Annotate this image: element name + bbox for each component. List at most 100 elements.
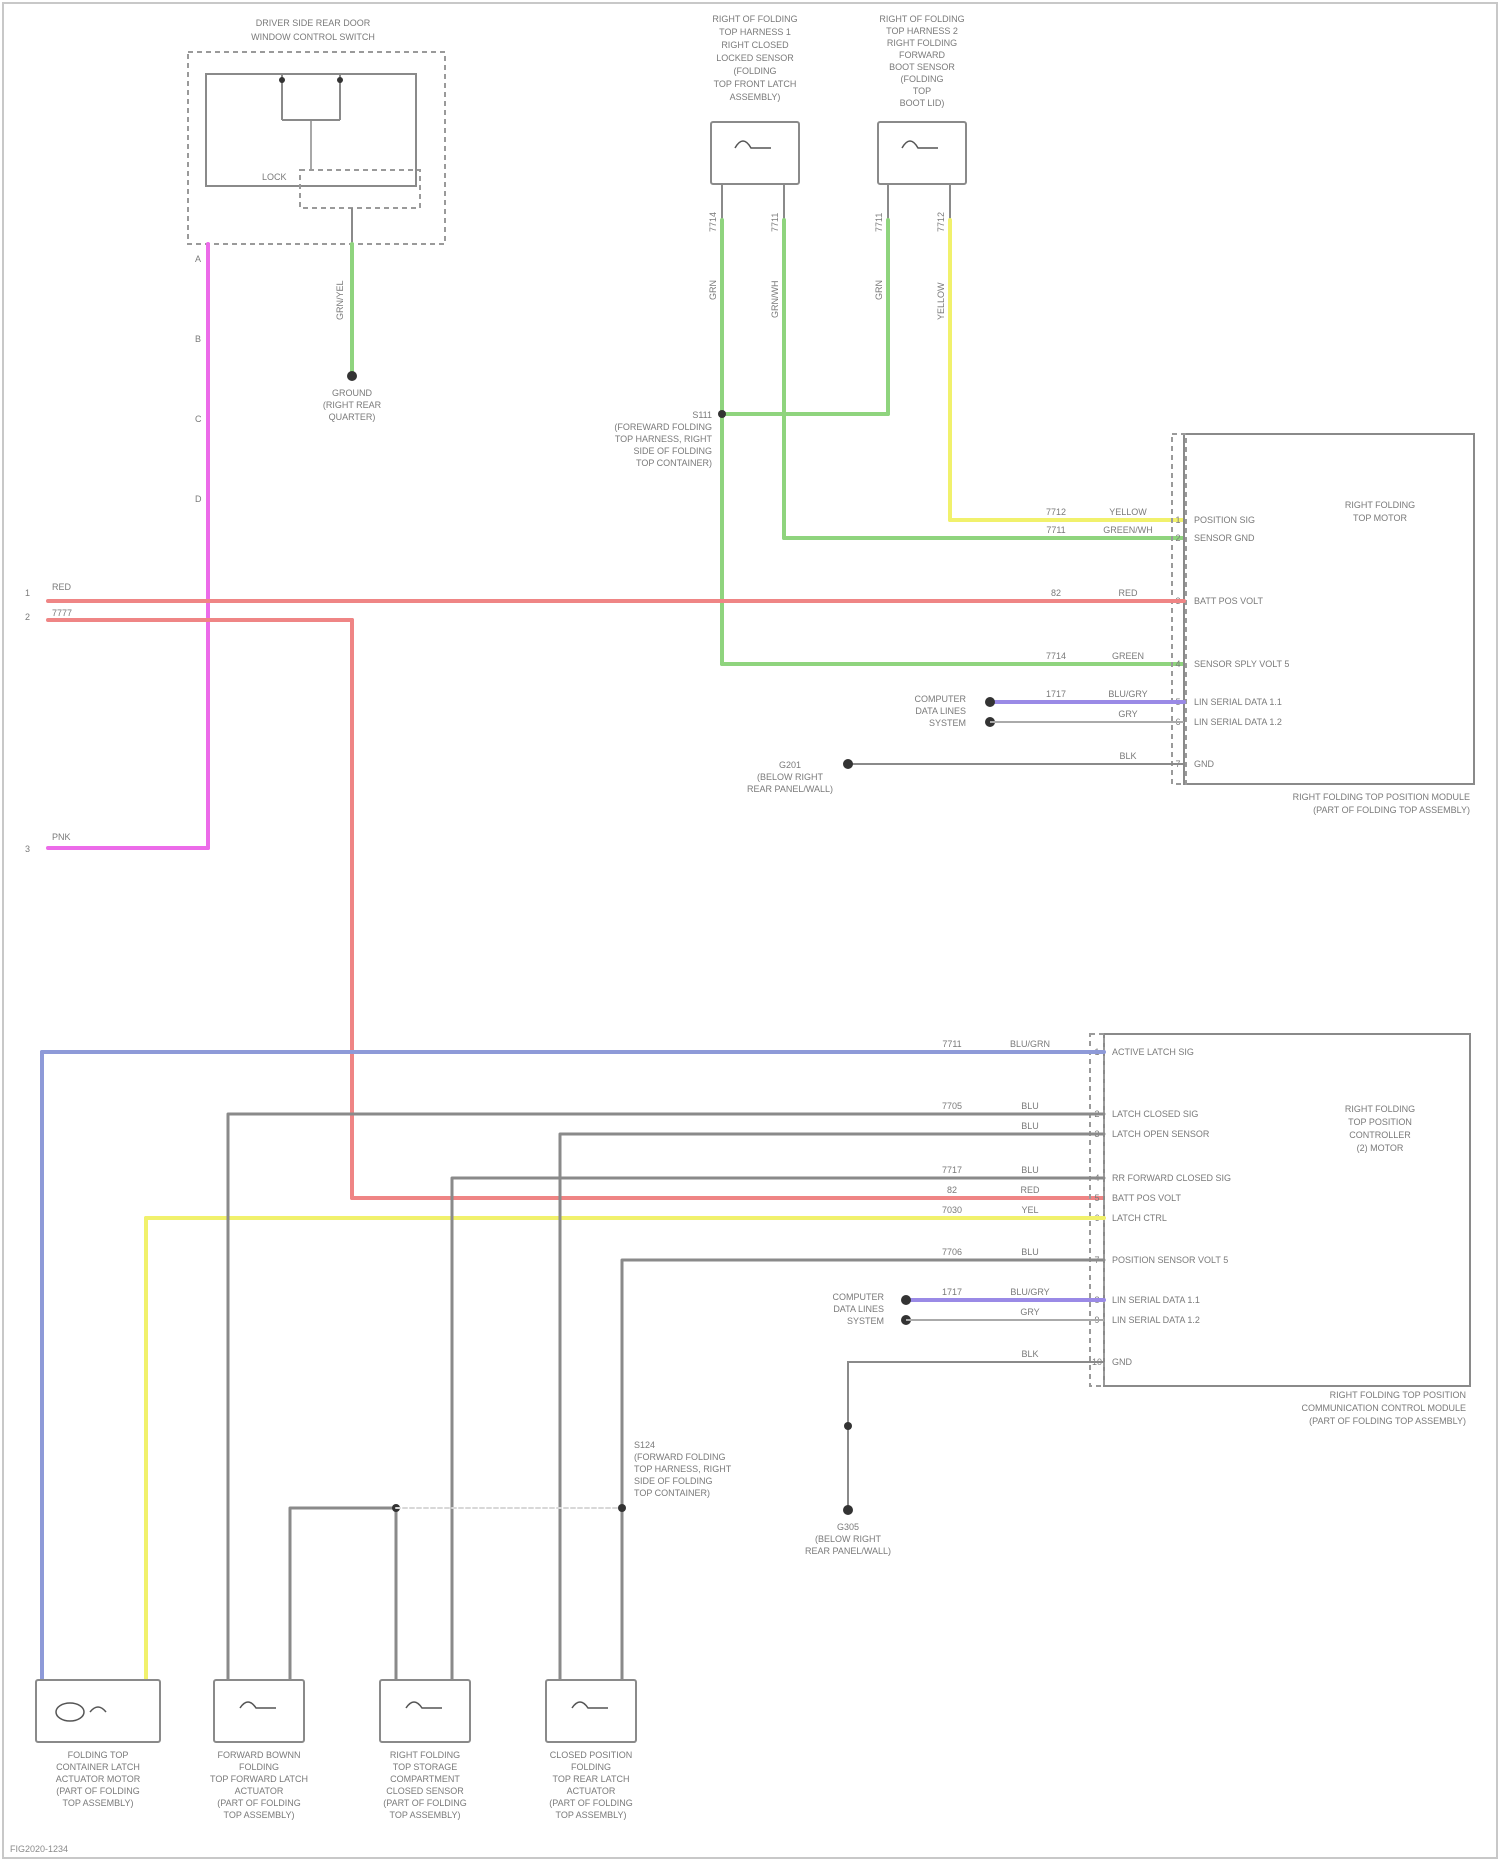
- left-connector-entries: 1 RED 2 7777 3 PNK: [25, 582, 72, 854]
- top-wire-id-4: 7714: [1046, 651, 1066, 661]
- svg-text:YELLOW: YELLOW: [936, 282, 946, 320]
- top-module-title-1: RIGHT FOLDING: [1345, 500, 1415, 510]
- splice-top-label-5: TOP CONTAINER): [636, 458, 712, 468]
- ground-g305: G305 (BELOW RIGHT REAR PANEL/WALL): [805, 1522, 891, 1556]
- sensor-b-label-1: RIGHT OF FOLDING: [879, 14, 964, 24]
- left-id-2: 7777: [52, 608, 72, 618]
- switch-title-1: DRIVER SIDE REAR DOOR: [256, 18, 371, 28]
- bottom-pin-5: 5: [1094, 1193, 1099, 1203]
- svg-text:D: D: [195, 494, 202, 504]
- ground-top-label-1: G201: [779, 760, 801, 770]
- bottom-wire-id-5: 82: [947, 1185, 957, 1195]
- bottom-pin-label-1: ACTIVE LATCH SIG: [1112, 1047, 1194, 1057]
- svg-text:7711: 7711: [770, 213, 780, 232]
- ground-left-1: GROUND: [332, 388, 372, 398]
- ground-left-2: (RIGHT REAR: [323, 400, 382, 410]
- sensor-b-label-7: TOP: [913, 86, 931, 96]
- top-module-caption-1: RIGHT FOLDING TOP POSITION MODULE: [1293, 792, 1470, 802]
- top-pin-label-3: BATT POS VOLT: [1194, 596, 1264, 606]
- device-4-label-1: CLOSED POSITION: [550, 1750, 633, 1760]
- bottom-pin-label-10: GND: [1112, 1357, 1133, 1367]
- splice-top-label-1: S111: [692, 410, 712, 420]
- device-1-label-2: CONTAINER LATCH: [56, 1762, 140, 1772]
- red-battery-circuit: [48, 601, 1184, 1198]
- wire-label-green-vert: GRN/YEL: [335, 280, 345, 320]
- sensor-a-label-2: TOP HARNESS 1: [719, 27, 791, 37]
- bottom-module-caption-2: COMMUNICATION CONTROL MODULE: [1301, 1403, 1466, 1413]
- right-folding-top-position-module: RIGHT FOLDINGTOP MOTOR 1POSITION SIG7712…: [1046, 434, 1474, 815]
- rear-latch-box: [546, 1680, 636, 1742]
- top-wire-id-1: 7712: [1046, 507, 1066, 517]
- bottom-wire-id-4: 7717: [942, 1165, 962, 1175]
- left-pin-1: 1: [25, 588, 30, 598]
- sensor-b-label-2: TOP HARNESS 2: [886, 26, 958, 36]
- switch-lock-label: LOCK: [262, 172, 287, 182]
- ground-bottom-label-3: REAR PANEL/WALL): [805, 1546, 891, 1556]
- bottom-pin-label-8: LIN SERIAL DATA 1.1: [1112, 1295, 1200, 1305]
- left-id-1: RED: [52, 582, 72, 592]
- bottom-wire-id-1: 7711: [942, 1039, 961, 1049]
- bottom-pin-label-2: LATCH CLOSED SIG: [1112, 1109, 1198, 1119]
- device-3-label-2: TOP STORAGE: [393, 1762, 458, 1772]
- top-wire-color-3: RED: [1118, 588, 1138, 598]
- sensor-a-label-1: RIGHT OF FOLDING: [712, 14, 797, 24]
- svg-text:A: A: [195, 254, 201, 264]
- bottom-wire-id-6: 7030: [942, 1205, 962, 1215]
- bottom-wire-color-2: BLU: [1021, 1101, 1039, 1111]
- ground-bottom-label-1: G305: [837, 1522, 859, 1532]
- svg-text:GRN: GRN: [874, 280, 884, 300]
- bottom-module-caption-1: RIGHT FOLDING TOP POSITION: [1330, 1390, 1466, 1400]
- top-pin-label-1: POSITION SIG: [1194, 515, 1255, 525]
- serial-bottom-label-3: SYSTEM: [847, 1316, 884, 1326]
- top-pin-label-2: SENSOR GND: [1194, 533, 1255, 543]
- device-2-label-5: (PART OF FOLDING: [217, 1798, 301, 1808]
- bottom-module-title-4: (2) MOTOR: [1357, 1143, 1404, 1153]
- svg-text:GRN/WH: GRN/WH: [770, 281, 780, 319]
- ground-top-label-3: REAR PANEL/WALL): [747, 784, 833, 794]
- top-wire-color-5: BLU/GRY: [1108, 689, 1147, 699]
- storage-sensor-box: [380, 1680, 470, 1742]
- top-pin-label-5: LIN SERIAL DATA 1.1: [1194, 697, 1282, 707]
- bottom-wire-id-8: 1717: [942, 1287, 962, 1297]
- latch-motor-box: [36, 1680, 160, 1742]
- bottom-wire-color-8: BLU/GRY: [1010, 1287, 1049, 1297]
- sensor-b: RIGHT OF FOLDING TOP HARNESS 2 RIGHT FOLDI…: [878, 14, 966, 220]
- bottom-module-caption-3: (PART OF FOLDING TOP ASSEMBLY): [1309, 1416, 1466, 1426]
- bottom-wire-color-10: BLK: [1021, 1349, 1038, 1359]
- serial-top-label-1: COMPUTER: [915, 694, 967, 704]
- device-3-label-4: CLOSED SENSOR: [386, 1786, 464, 1796]
- sensor-a-label-7: ASSEMBLY): [730, 92, 781, 102]
- sensor-b-label-6: (FOLDING: [900, 74, 943, 84]
- ground-top-label-2: (BELOW RIGHT: [757, 772, 824, 782]
- sensor-a-label-6: TOP FRONT LATCH: [714, 79, 797, 89]
- splice-bottom-label-4: SIDE OF FOLDING: [634, 1476, 713, 1486]
- top-wire-id-5: 1717: [1046, 689, 1066, 699]
- device-4-label-6: TOP ASSEMBLY): [555, 1810, 626, 1820]
- svg-text:7714: 7714: [708, 212, 718, 232]
- svg-text:GRN: GRN: [708, 280, 718, 300]
- top-pin-2: 2: [1175, 533, 1180, 543]
- device-4-label-5: (PART OF FOLDING: [549, 1798, 633, 1808]
- sensor-a-label-4: LOCKED SENSOR: [716, 53, 794, 63]
- sensor-b-label-8: BOOT LID): [900, 98, 945, 108]
- device-1-label-1: FOLDING TOP: [68, 1750, 129, 1760]
- device-4-label-4: ACTUATOR: [567, 1786, 616, 1796]
- driver-rear-door-switch: DRIVER SIDE REAR DOOR WINDOW CONTROL SWI…: [188, 18, 445, 244]
- bottom-module-title-1: RIGHT FOLDING: [1345, 1104, 1415, 1114]
- top-wire-color-1: YELLOW: [1109, 507, 1147, 517]
- ground-bottom-label-2: (BELOW RIGHT: [815, 1534, 882, 1544]
- device-2-label-2: FOLDING: [239, 1762, 279, 1772]
- device-3-label-3: COMPARTMENT: [390, 1774, 460, 1784]
- splice-bottom-label-5: TOP CONTAINER): [634, 1488, 710, 1498]
- top-wire-color-7: BLK: [1119, 751, 1136, 761]
- device-2-label-6: TOP ASSEMBLY): [223, 1810, 294, 1820]
- splice-bottom-label-1: S124: [634, 1440, 655, 1450]
- sensor-b-label-3: RIGHT FOLDING: [887, 38, 957, 48]
- bottom-wire-color-3: BLU: [1021, 1121, 1039, 1131]
- svg-text:C: C: [195, 414, 202, 424]
- bottom-wire-color-9: GRY: [1020, 1307, 1039, 1317]
- device-4-label-2: FOLDING: [571, 1762, 611, 1772]
- bottom-wire-color-5: RED: [1020, 1185, 1040, 1195]
